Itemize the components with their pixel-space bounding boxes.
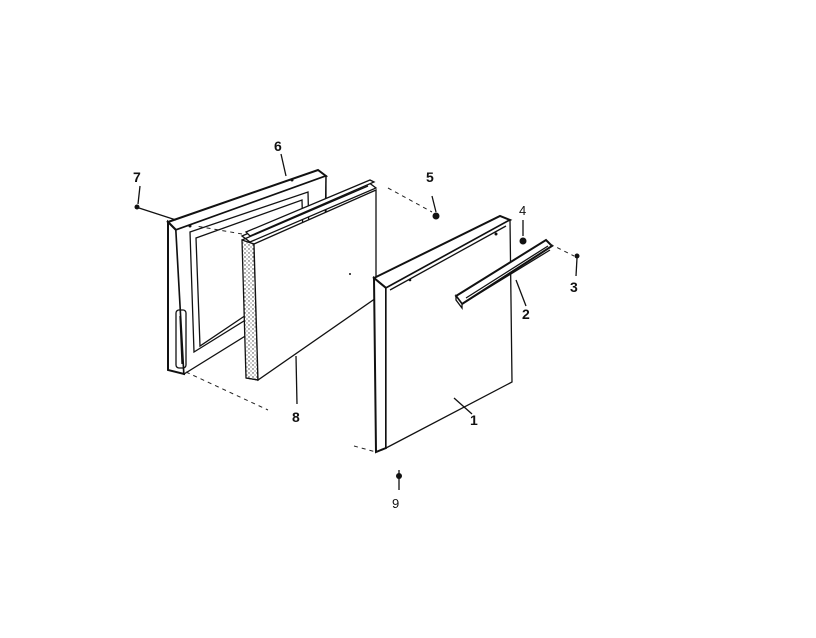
outer-door-panel-part xyxy=(372,214,513,454)
callout-6: 6 xyxy=(274,138,282,154)
callout-3: 3 xyxy=(570,279,578,295)
glass-panel-part xyxy=(240,179,378,382)
screw-9 xyxy=(396,470,402,490)
callout-1: 1 xyxy=(470,412,478,428)
callout-labels: 1 2 3 4 5 6 7 8 9 xyxy=(133,138,578,511)
screw-3 xyxy=(574,253,580,277)
screw-7 xyxy=(134,204,177,221)
screw-5 xyxy=(431,195,440,220)
callout-9: 9 xyxy=(392,496,399,511)
assembly-lines xyxy=(185,187,575,453)
callout-2: 2 xyxy=(522,306,530,322)
screw-4 xyxy=(519,220,527,245)
leader-lines xyxy=(137,153,527,415)
callout-8: 8 xyxy=(292,409,300,425)
callout-4: 4 xyxy=(519,203,526,218)
callout-5: 5 xyxy=(426,169,434,185)
door-handle-part xyxy=(454,238,554,310)
callout-7: 7 xyxy=(133,169,141,185)
